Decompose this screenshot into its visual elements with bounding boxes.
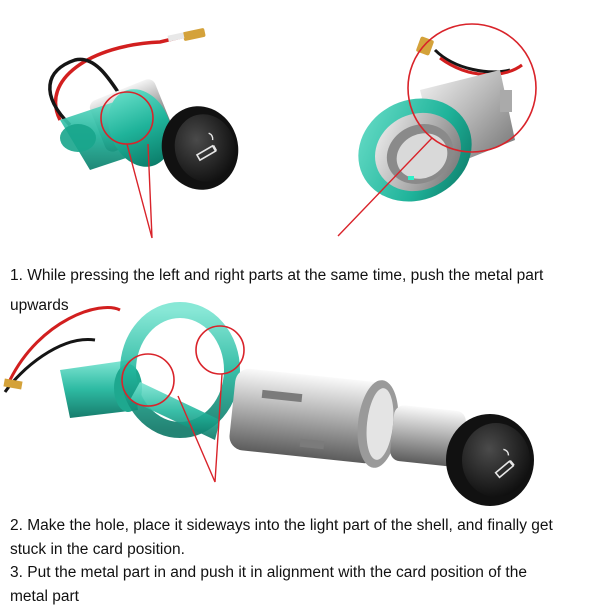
red-circle-callout-left <box>121 353 175 407</box>
black-cap <box>174 114 236 182</box>
step-1-line-2: upwards <box>10 297 69 314</box>
cigarette-icon <box>195 132 218 162</box>
top-left-socket-photo <box>48 28 239 239</box>
step-2-line-2: stuck in the card position. <box>10 541 185 558</box>
red-circle-callout-right <box>407 23 537 153</box>
step-3-line-1: 3. Put the metal part in and push it in … <box>10 564 527 581</box>
step-2-line-1: 2. Make the hole, place it sideways into… <box>10 517 553 534</box>
plug-cap <box>462 423 530 497</box>
black-wire <box>48 57 122 127</box>
step-1-text: 1. While pressing the left and right par… <box>10 264 610 318</box>
step-1-line-1: 1. While pressing the left and right par… <box>10 267 544 284</box>
step-2-text: 2. Make the hole, place it sideways into… <box>10 514 610 562</box>
top-right-socket-photo <box>337 23 537 237</box>
exploded-parts-photo <box>3 302 534 506</box>
red-circle-callout-right-ring <box>195 325 245 375</box>
spade-terminal <box>182 28 206 41</box>
cigarette-icon-plug <box>494 448 515 479</box>
step-3-text: 3. Put the metal part in and push it in … <box>10 561 610 609</box>
step-3-line-2: metal part <box>10 588 79 605</box>
